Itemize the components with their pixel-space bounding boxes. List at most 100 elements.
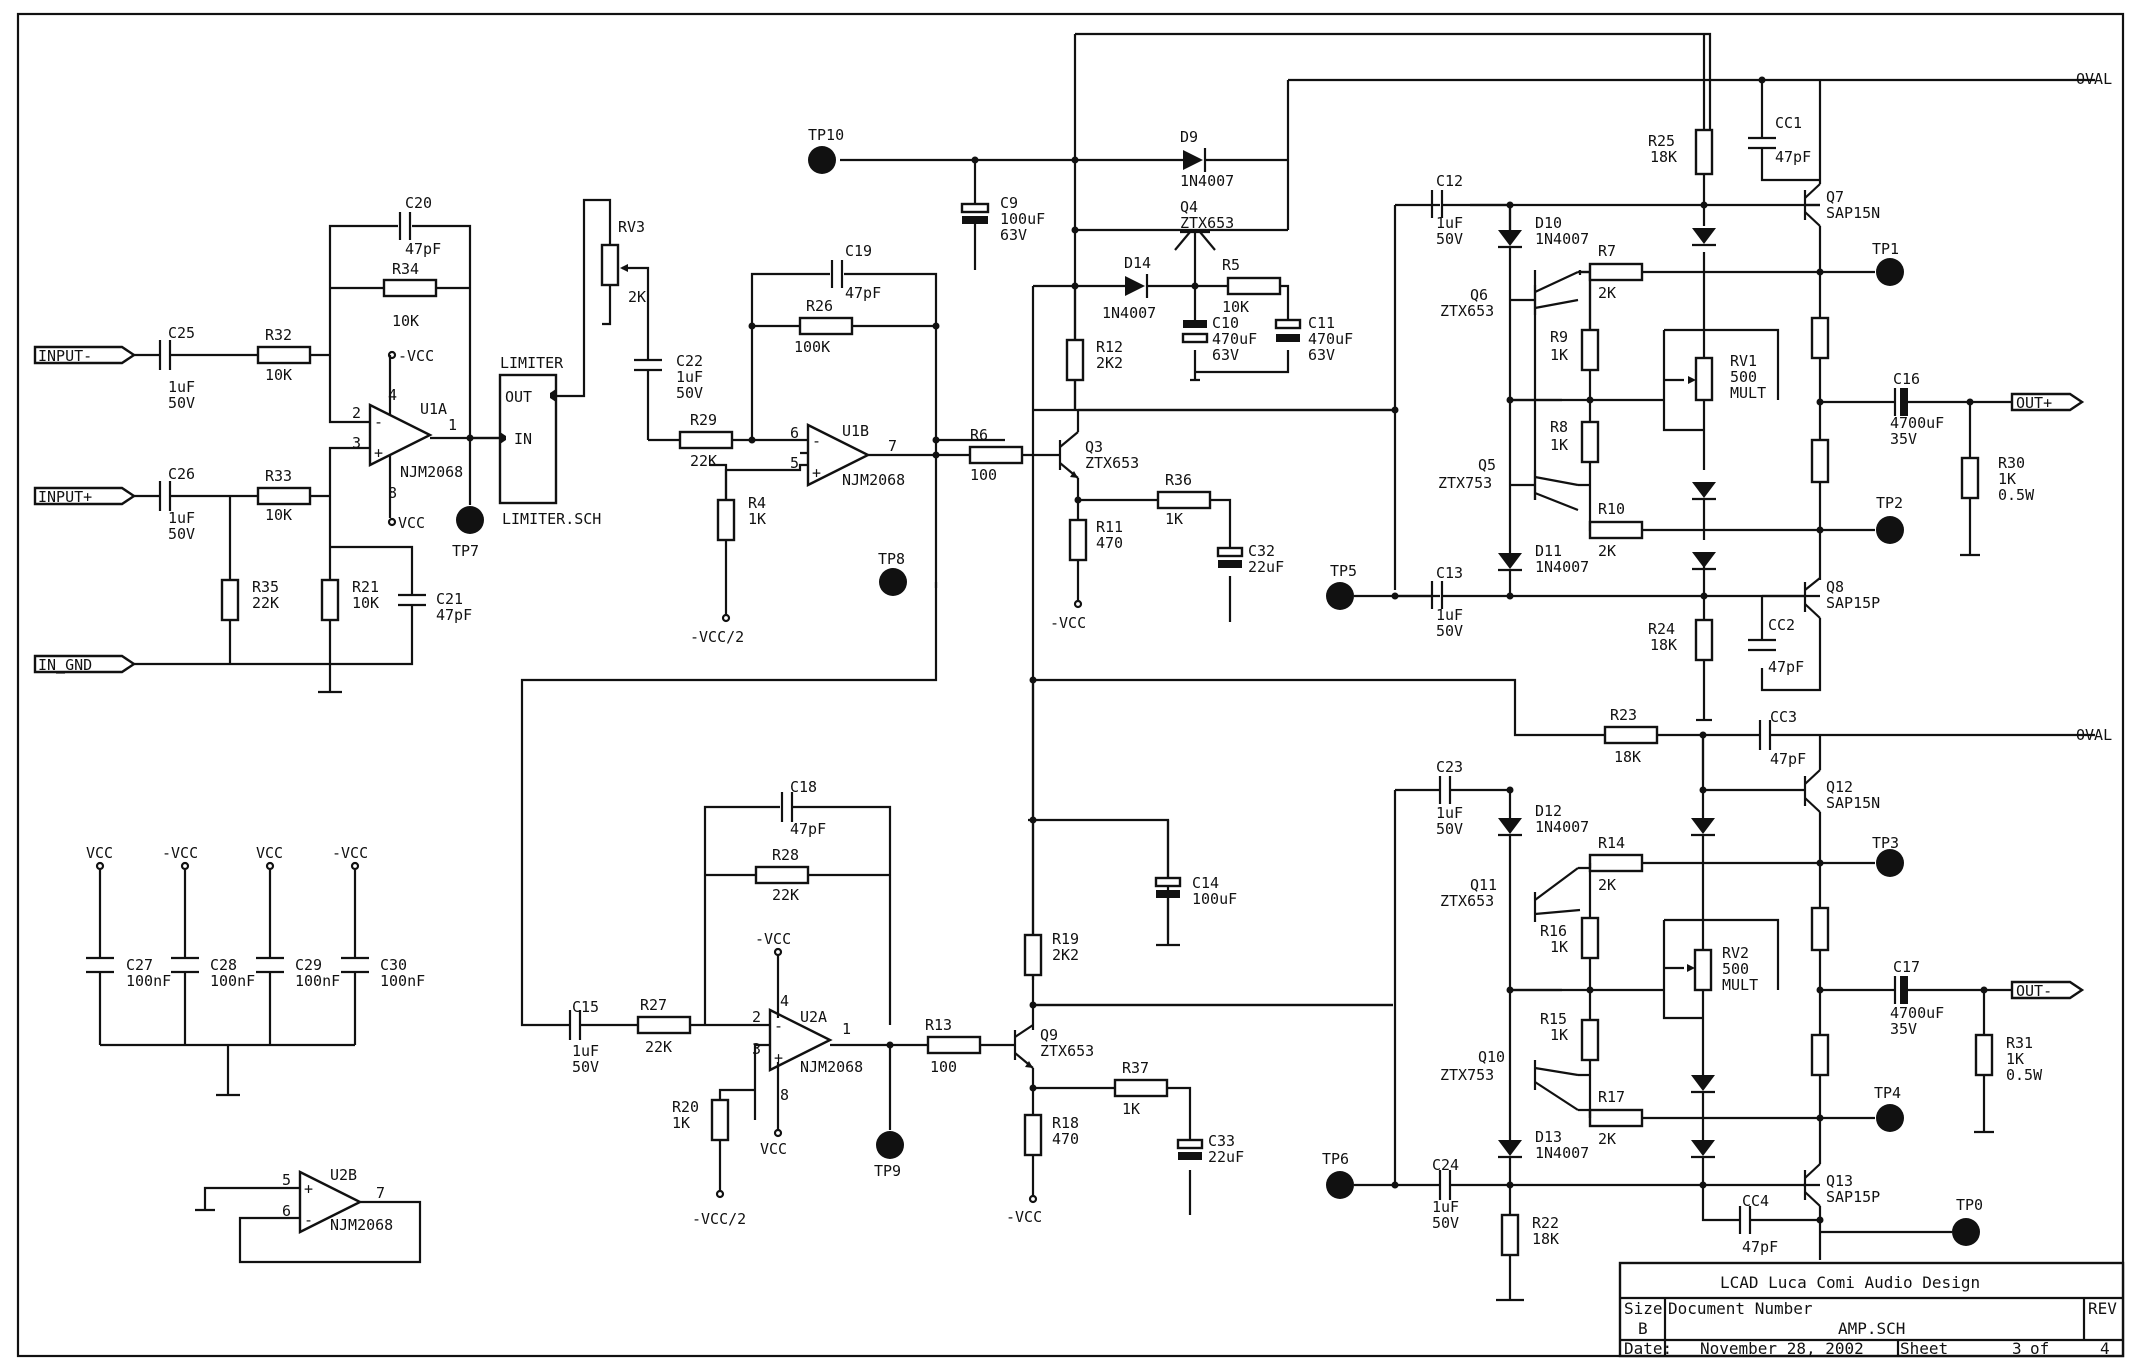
svg-text:470: 470 — [1052, 1130, 1079, 1148]
svg-text:47pF: 47pF — [1768, 658, 1804, 676]
svg-text:D9: D9 — [1180, 128, 1198, 146]
svg-text:2: 2 — [752, 1008, 761, 1026]
transistor-q3: Q3 ZTX653 — [1058, 431, 1139, 479]
svg-text:C29: C29 — [295, 956, 322, 974]
svg-text:2K: 2K — [628, 288, 646, 306]
test-point-tp2: TP2 — [1876, 494, 1904, 544]
svg-text:SAP15P: SAP15P — [1826, 1188, 1880, 1206]
svg-text:D11: D11 — [1535, 542, 1562, 560]
diode-d9: D9 1N4007 — [1180, 128, 1234, 190]
svg-text:C13: C13 — [1436, 564, 1463, 582]
svg-text:C21: C21 — [436, 590, 463, 608]
test-point-tp6: TP6 — [1322, 1150, 1354, 1199]
svg-text:100: 100 — [930, 1058, 957, 1076]
resistor-r25: R25 18K — [1648, 128, 1714, 176]
resistor-re-upper2 — [1810, 438, 1830, 484]
svg-text:1K: 1K — [748, 510, 766, 528]
svg-text:100K: 100K — [794, 338, 830, 356]
svg-text:RV1: RV1 — [1730, 352, 1757, 370]
transistor-q11: Q11 ZTX653 — [1440, 867, 1581, 922]
svg-text:R32: R32 — [265, 326, 292, 344]
svg-text:NJM2068: NJM2068 — [800, 1058, 863, 1076]
capacitor-c24: C24 1uF 50V — [1432, 1156, 1459, 1232]
svg-text:3: 3 — [752, 1040, 761, 1058]
svg-text:R30: R30 — [1998, 454, 2025, 472]
svg-text:INPUT+: INPUT+ — [38, 488, 92, 506]
svg-text:SAP15N: SAP15N — [1826, 204, 1880, 222]
svg-text:100nF: 100nF — [210, 972, 255, 990]
svg-text:TP9: TP9 — [874, 1162, 901, 1180]
svg-text:Size: Size — [1624, 1299, 1663, 1318]
svg-text:18K: 18K — [1650, 148, 1677, 166]
svg-text:8: 8 — [388, 484, 397, 502]
svg-text:VCC: VCC — [398, 514, 425, 532]
capacitor-c13: C13 1uF 50V — [1430, 564, 1463, 640]
svg-text:500: 500 — [1722, 960, 1749, 978]
svg-text:1N4007: 1N4007 — [1535, 818, 1589, 836]
svg-text:470uF: 470uF — [1308, 330, 1353, 348]
limiter-block: LIMITER OUT IN LIMITER.SCH — [498, 354, 601, 528]
svg-text:R36: R36 — [1165, 471, 1192, 489]
capacitor-c18: C18 47pF — [780, 778, 826, 838]
svg-text:50V: 50V — [168, 525, 195, 543]
svg-text:SAP15N: SAP15N — [1826, 794, 1880, 812]
svg-text:C10: C10 — [1212, 314, 1239, 332]
svg-text:-: - — [304, 1211, 313, 1229]
port-in-gnd: IN_GND — [33, 654, 137, 674]
svg-text:10K: 10K — [392, 312, 419, 330]
svg-text:1K: 1K — [1550, 938, 1568, 956]
svg-text:4: 4 — [388, 386, 397, 404]
svg-text:R27: R27 — [640, 996, 667, 1014]
svg-text:ZTX653: ZTX653 — [1040, 1042, 1094, 1060]
svg-text:R5: R5 — [1222, 256, 1240, 274]
svg-text:Q6: Q6 — [1470, 286, 1488, 304]
resistor-re-lower1 — [1810, 906, 1830, 952]
svg-text:R11: R11 — [1096, 518, 1123, 536]
capacitor-c15: C15 1uF 50V — [572, 998, 599, 1076]
sheet-border — [16, 12, 2125, 1358]
resistor-r36: R36 1K — [1156, 471, 1212, 528]
diode-d13: D13 1N4007 — [1498, 1128, 1589, 1162]
svg-text:R16: R16 — [1540, 922, 1567, 940]
svg-text:10K: 10K — [1222, 298, 1249, 316]
svg-text:1: 1 — [448, 416, 457, 434]
svg-text:R14: R14 — [1598, 834, 1625, 852]
resistor-r5: R5 10K — [1222, 256, 1282, 316]
svg-text:Date:: Date: — [1624, 1339, 1672, 1358]
svg-text:R25: R25 — [1648, 132, 1675, 150]
svg-text:Document Number: Document Number — [1668, 1299, 1813, 1318]
resistor-r34: R34 10K — [382, 260, 438, 330]
svg-text:OVAL: OVAL — [2076, 70, 2112, 88]
resistor-r31: R31 1K 0.5W — [1974, 1033, 2043, 1084]
svg-text:2K: 2K — [1598, 542, 1616, 560]
svg-text:47pF: 47pF — [1742, 1238, 1778, 1256]
port-out-minus: OUT- — [2010, 980, 2085, 1000]
potentiometer-rv1: RV1 500 MULT — [1688, 352, 1766, 402]
capacitor-cc2: CC2 47pF — [1748, 616, 1804, 676]
svg-text:2K2: 2K2 — [1096, 354, 1123, 372]
svg-text:3: 3 — [352, 434, 361, 452]
svg-text:1uF: 1uF — [572, 1042, 599, 1060]
svg-text:CC3: CC3 — [1770, 708, 1797, 726]
test-point-tp4: TP4 — [1874, 1084, 1904, 1132]
svg-text:50V: 50V — [1432, 1214, 1459, 1232]
svg-text:C22: C22 — [676, 352, 703, 370]
svg-text:C20: C20 — [405, 194, 432, 212]
svg-text:63V: 63V — [1000, 226, 1027, 244]
svg-text:-VCC: -VCC — [332, 844, 368, 862]
svg-text:-VCC: -VCC — [162, 844, 198, 862]
svg-text:2: 2 — [352, 404, 361, 422]
svg-text:10K: 10K — [352, 594, 379, 612]
resistor-r17: R17 2K — [1588, 1088, 1644, 1148]
svg-text:1uF: 1uF — [1436, 804, 1463, 822]
svg-text:4: 4 — [2100, 1339, 2110, 1358]
svg-text:50V: 50V — [572, 1058, 599, 1076]
transistor-q13: Q13 SAP15P — [1803, 1163, 1880, 1207]
svg-text:OUT: OUT — [505, 388, 532, 406]
svg-text:50V: 50V — [1436, 622, 1463, 640]
resistor-r9: R9 1K — [1550, 328, 1600, 372]
svg-text:D10: D10 — [1535, 214, 1562, 232]
svg-text:ZTX653: ZTX653 — [1085, 454, 1139, 472]
svg-text:SAP15P: SAP15P — [1826, 594, 1880, 612]
svg-text:22K: 22K — [690, 452, 717, 470]
